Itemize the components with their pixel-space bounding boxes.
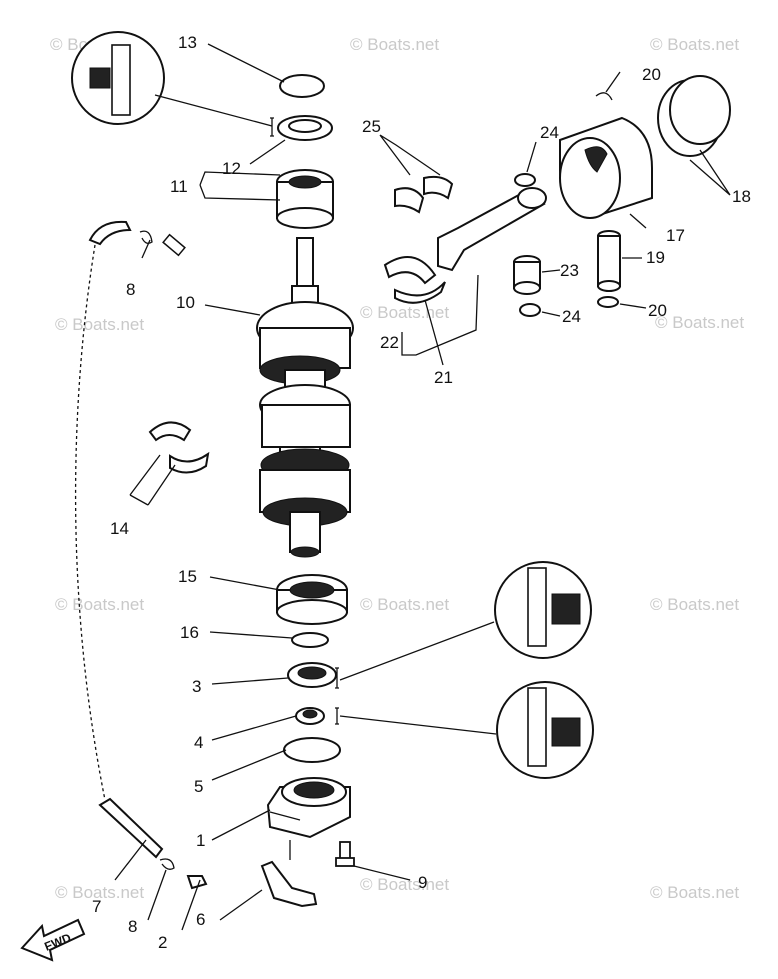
detail-circle-seal-4 [339, 681, 594, 779]
watermarks: © Boats.net © Boats.net © Boats.net © Bo… [50, 35, 744, 902]
part-label-15: 15 [178, 567, 197, 586]
watermark: © Boats.net [655, 313, 744, 332]
part-label-12: 12 [222, 159, 241, 178]
circlip-16 [291, 632, 329, 648]
part-label-1: 1 [196, 831, 205, 850]
watermark: © Boats.net [360, 875, 449, 894]
oil-seal-3 [287, 662, 339, 689]
watermark: © Boats.net [650, 35, 739, 54]
part-label-2: 2 [158, 933, 167, 952]
part-label-25: 25 [362, 117, 381, 136]
o-ring-5 [283, 737, 341, 763]
watermark: © Boats.net [55, 315, 144, 334]
part-label-24-bottom: 24 [562, 307, 581, 326]
part-label-21: 21 [434, 368, 453, 387]
part-label-20-top: 20 [642, 65, 661, 84]
oil-seal-12 [270, 115, 333, 141]
part-label-16: 16 [180, 623, 199, 642]
watermark: © Boats.net [360, 595, 449, 614]
watermark: © Boats.net [650, 883, 739, 902]
clip-20-top [595, 92, 613, 101]
part-label-18: 18 [732, 187, 751, 206]
connecting-rod-21 [437, 187, 547, 272]
part-label-8-bottom: 8 [128, 917, 137, 936]
bearings-25 [394, 175, 454, 214]
forward-direction-arrow: FWD [20, 918, 86, 962]
bolt-9 [335, 841, 355, 867]
watermark: © Boats.net [360, 303, 449, 322]
part-label-17: 17 [666, 226, 685, 245]
part-label-22: 22 [380, 333, 399, 352]
bearing-22 [383, 256, 446, 304]
piston-pin-19 [597, 230, 621, 292]
part-label-10: 10 [176, 293, 195, 312]
part-label-19: 19 [646, 248, 665, 267]
crankshaft-10 [256, 237, 354, 558]
bearings-14 [129, 421, 210, 506]
needle-bearing-23 [513, 255, 541, 295]
part-label-9: 9 [418, 873, 427, 892]
clip-8-bottom [159, 858, 175, 870]
part-label-7: 7 [92, 897, 101, 916]
part-label-23: 23 [560, 261, 579, 280]
oil-seal-4 [295, 707, 339, 725]
bracket-6 [260, 860, 318, 908]
o-ring-13 [279, 74, 325, 98]
pin-8-top [162, 233, 186, 257]
part-label-8-top: 8 [126, 280, 135, 299]
part-label-4: 4 [194, 733, 203, 752]
part-label-14: 14 [110, 519, 129, 538]
part-label-20-bottom: 20 [648, 301, 667, 320]
piston-rings-18 [657, 75, 731, 196]
bearing-11 [276, 169, 334, 229]
part-label-5: 5 [194, 777, 203, 796]
washer-24-bottom [519, 303, 541, 317]
bearing-housing-1 [266, 777, 351, 839]
clip-8-top [139, 230, 153, 244]
hose-7 [74, 220, 164, 859]
watermark: © Boats.net [55, 595, 144, 614]
part-label-6: 6 [196, 910, 205, 929]
watermark: © Boats.net [55, 883, 144, 902]
part-label-24-top: 24 [540, 123, 559, 142]
detail-circle-seal-3 [339, 561, 592, 681]
leader-lines [114, 43, 647, 931]
detail-circle-oil-seal [71, 31, 273, 127]
washer-24-top [514, 173, 536, 187]
part-labels: 13 12 11 8 10 14 15 16 3 4 5 1 7 8 2 6 9… [92, 33, 751, 952]
part-label-3: 3 [192, 677, 201, 696]
bearing-15 [276, 574, 348, 625]
watermark: © Boats.net [350, 35, 439, 54]
clip-20-bottom [597, 296, 619, 308]
piston-17 [559, 116, 653, 220]
part-label-13: 13 [178, 33, 197, 52]
fitting-2 [186, 875, 208, 890]
watermark: © Boats.net [650, 595, 739, 614]
part-label-11: 11 [170, 177, 188, 196]
